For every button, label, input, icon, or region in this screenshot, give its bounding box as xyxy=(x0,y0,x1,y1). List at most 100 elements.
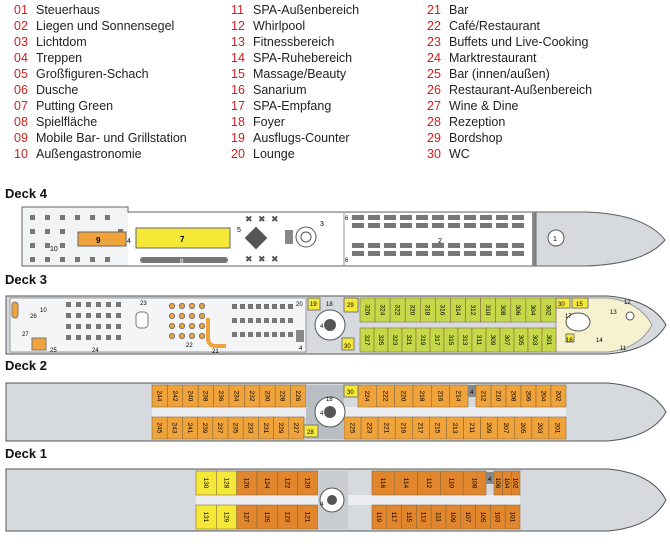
cabin[interactable] xyxy=(386,504,402,530)
cabin[interactable] xyxy=(274,384,291,408)
cabin[interactable] xyxy=(273,416,290,440)
cabin[interactable] xyxy=(357,384,377,408)
cabin[interactable] xyxy=(429,327,445,353)
cabin[interactable] xyxy=(513,327,529,353)
cabin[interactable] xyxy=(227,416,244,440)
cabin[interactable] xyxy=(389,297,406,323)
cabin[interactable] xyxy=(258,416,274,440)
cabin[interactable] xyxy=(195,504,217,530)
cabin[interactable] xyxy=(360,416,379,440)
cabin[interactable] xyxy=(236,504,258,530)
cabin[interactable] xyxy=(504,504,521,530)
cabin[interactable] xyxy=(371,470,396,496)
cabin[interactable] xyxy=(457,327,473,353)
cabin[interactable] xyxy=(520,384,537,408)
cabin[interactable] xyxy=(401,504,417,530)
cabin[interactable] xyxy=(412,416,430,440)
cabin[interactable] xyxy=(465,297,481,323)
cabin[interactable] xyxy=(288,416,305,440)
cabin[interactable] xyxy=(151,384,168,408)
cabin[interactable] xyxy=(343,416,362,440)
cabin[interactable] xyxy=(505,384,522,408)
cabin[interactable] xyxy=(197,416,214,440)
cabin[interactable] xyxy=(429,416,447,440)
cabin[interactable] xyxy=(151,416,168,440)
cabin[interactable] xyxy=(485,327,501,353)
cabin[interactable] xyxy=(359,327,375,353)
cabin[interactable] xyxy=(416,504,432,530)
cabin[interactable] xyxy=(417,470,441,496)
cabin[interactable] xyxy=(216,470,237,496)
cabin[interactable] xyxy=(213,384,230,408)
cabin[interactable] xyxy=(394,416,413,440)
cabin[interactable] xyxy=(527,327,543,353)
cabin[interactable] xyxy=(550,384,567,408)
cabin[interactable] xyxy=(531,416,550,440)
cabin[interactable] xyxy=(462,470,487,496)
cabin[interactable] xyxy=(541,327,557,353)
cabin[interactable] xyxy=(256,504,278,530)
cabin[interactable] xyxy=(195,470,217,496)
cabin[interactable] xyxy=(471,327,487,353)
cabin[interactable] xyxy=(445,504,462,530)
cabin[interactable] xyxy=(374,297,391,323)
cabin[interactable] xyxy=(431,384,450,408)
cabin[interactable] xyxy=(420,297,436,323)
cabin[interactable] xyxy=(460,504,476,530)
cabin[interactable] xyxy=(415,327,431,353)
cabin[interactable] xyxy=(290,384,307,408)
cabin[interactable] xyxy=(495,297,512,323)
cabin[interactable] xyxy=(297,504,319,530)
cabin[interactable] xyxy=(525,297,542,323)
cabin[interactable] xyxy=(242,416,259,440)
cabin[interactable] xyxy=(244,384,261,408)
cabin[interactable] xyxy=(182,416,198,440)
cabin[interactable] xyxy=(480,297,496,323)
cabin[interactable] xyxy=(493,470,503,496)
cabin[interactable] xyxy=(297,470,319,496)
cabin[interactable] xyxy=(166,416,183,440)
cabin[interactable] xyxy=(449,384,469,408)
cabin[interactable] xyxy=(490,384,507,408)
cabin[interactable] xyxy=(502,470,512,496)
cabin[interactable] xyxy=(216,504,237,530)
cabin[interactable] xyxy=(404,297,421,323)
cabin[interactable] xyxy=(197,384,214,408)
cabin[interactable] xyxy=(480,416,498,440)
cabin[interactable] xyxy=(387,327,403,353)
cabin[interactable] xyxy=(548,416,567,440)
cabin[interactable] xyxy=(497,416,516,440)
cabin[interactable] xyxy=(511,470,521,496)
cabin[interactable] xyxy=(256,470,278,496)
cabin[interactable] xyxy=(228,384,245,408)
cabin[interactable] xyxy=(430,504,447,530)
cabin[interactable] xyxy=(167,384,184,408)
cabin[interactable] xyxy=(535,384,552,408)
cabin[interactable] xyxy=(359,297,376,323)
cabin[interactable] xyxy=(277,504,298,530)
cabin[interactable] xyxy=(401,327,417,353)
cabin[interactable] xyxy=(376,384,395,408)
cabin[interactable] xyxy=(236,470,258,496)
cabin[interactable] xyxy=(182,384,199,408)
cabin[interactable] xyxy=(510,297,527,323)
cabin[interactable] xyxy=(463,416,481,440)
cabin[interactable] xyxy=(475,504,491,530)
cabin[interactable] xyxy=(394,470,418,496)
cabin[interactable] xyxy=(443,327,459,353)
cabin[interactable] xyxy=(377,416,396,440)
cabin[interactable] xyxy=(412,384,432,408)
cabin[interactable] xyxy=(435,297,451,323)
cabin[interactable] xyxy=(475,384,492,408)
cabin[interactable] xyxy=(514,416,533,440)
cabin[interactable] xyxy=(373,327,389,353)
cabin[interactable] xyxy=(540,297,557,323)
cabin[interactable] xyxy=(446,416,464,440)
cabin[interactable] xyxy=(259,384,276,408)
cabin[interactable] xyxy=(440,470,464,496)
cabin[interactable] xyxy=(499,327,515,353)
cabin[interactable] xyxy=(371,504,388,530)
cabin[interactable] xyxy=(450,297,466,323)
cabin[interactable] xyxy=(394,384,414,408)
cabin[interactable] xyxy=(212,416,229,440)
